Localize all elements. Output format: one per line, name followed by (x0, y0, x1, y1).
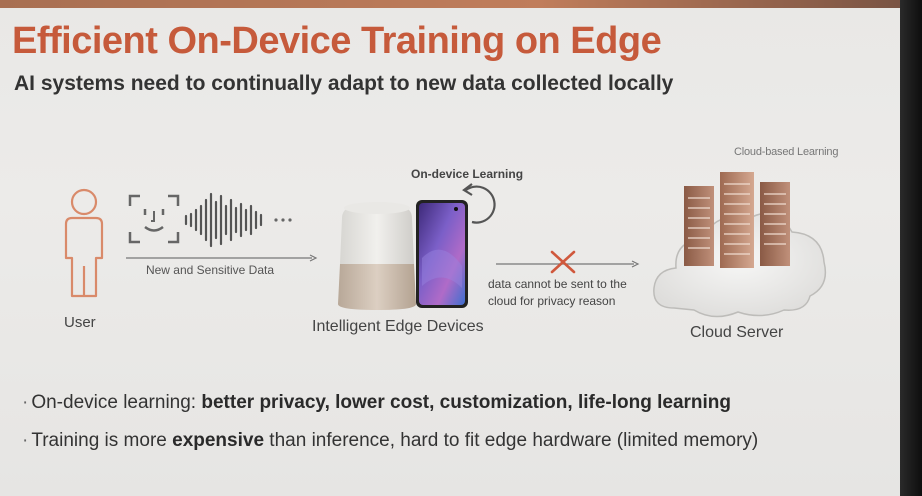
slide-top-bar (0, 0, 900, 8)
bullet-on-device-learning: ·On-device learning: better privacy, low… (22, 392, 731, 414)
loop-arrow-icon (462, 183, 496, 224)
blocked-x-icon (550, 250, 576, 274)
bullet-marker: · (22, 430, 29, 451)
user-icon (64, 188, 104, 298)
smart-speaker-icon (338, 202, 416, 310)
bullet-emphasis: better privacy, lower cost, customizatio… (201, 392, 732, 413)
smartphone-icon (416, 200, 468, 308)
bullet-marker: · (22, 392, 29, 413)
cloud-server-label: Cloud Server (690, 324, 784, 341)
data-label: New and Sensitive Data (145, 263, 275, 277)
cloud-learning-label: Cloud-based Learning (734, 146, 839, 158)
data-flow-arrow (126, 254, 318, 262)
user-label: User (64, 314, 96, 331)
face-scan-icon (128, 194, 180, 244)
server-rack-icon (684, 172, 790, 268)
on-device-learning-label: On-device Learning (411, 167, 524, 181)
bullet-text: Training is more (31, 430, 173, 451)
slide-subtitle: AI systems need to continually adapt to … (14, 72, 674, 95)
privacy-note: data cannot be sent to the cloud for pri… (488, 277, 627, 308)
bullet-emphasis: expensive (172, 430, 265, 451)
slide: Efficient On-Device Training on Edge AI … (0, 0, 900, 496)
bullet-text: On-device learning: (31, 392, 202, 413)
bullet-text-rest: than inference, hard to fit edge hardwar… (264, 430, 759, 451)
slide-title: Efficient On-Device Training on Edge (12, 20, 662, 62)
edge-devices-label: Intelligent Edge Devices (312, 318, 484, 335)
sound-wave-icon (184, 192, 292, 248)
projector-screen-edge (900, 0, 922, 496)
bullet-training-cost: ·Training is more expensive than inferen… (22, 430, 758, 452)
